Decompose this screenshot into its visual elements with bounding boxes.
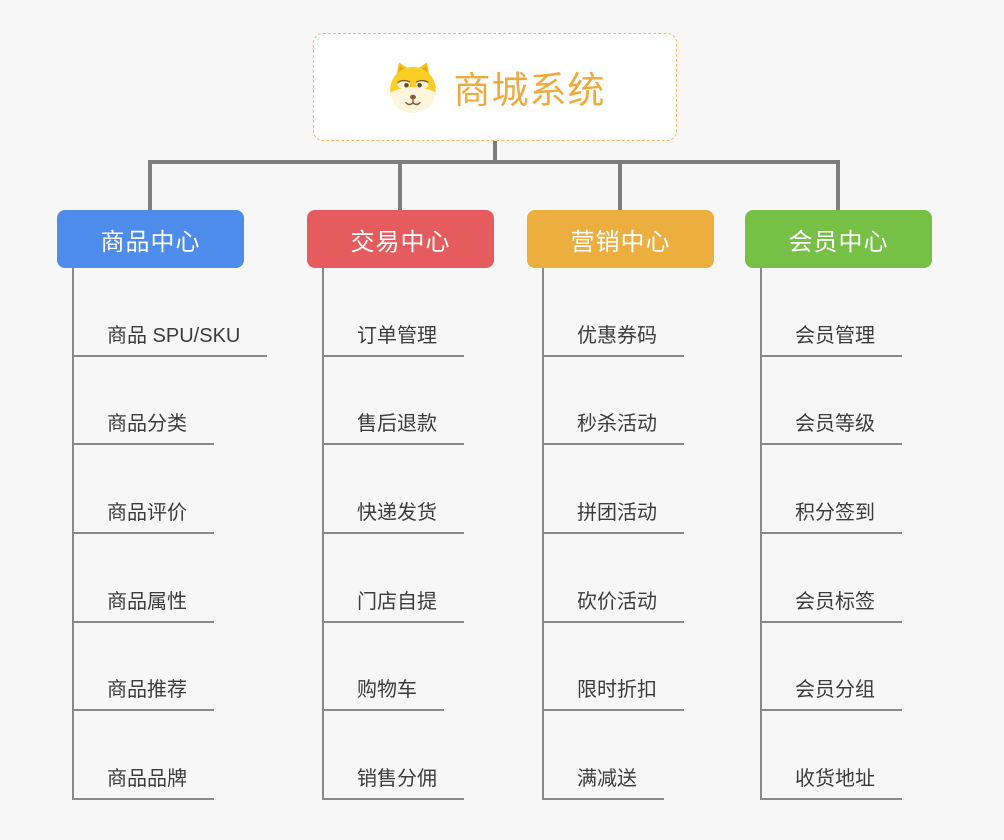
branch-node-product-center[interactable]: 商品中心 xyxy=(57,210,244,268)
branch-spine-line xyxy=(760,268,762,800)
child-node-label: 积分签到 xyxy=(795,502,875,524)
child-node-label: 收货地址 xyxy=(795,768,875,790)
child-node-label: 会员分组 xyxy=(795,679,875,701)
child-node-label: 砍价活动 xyxy=(577,591,657,613)
child-node-product-spu-sku[interactable]: 商品 SPU/SKU xyxy=(72,311,268,357)
branch-node-trade-center[interactable]: 交易中心 xyxy=(307,210,494,268)
child-node-label: 秒杀活动 xyxy=(577,413,657,435)
child-node-label: 快递发货 xyxy=(357,502,437,524)
child-node-product-brand[interactable]: 商品品牌 xyxy=(72,754,214,800)
child-node-member-tag[interactable]: 会员标签 xyxy=(760,577,902,623)
child-node-product-attribute[interactable]: 商品属性 xyxy=(72,577,214,623)
connector-drop-member-center xyxy=(836,160,840,210)
branch-label: 交易中心 xyxy=(350,228,451,256)
child-node-label: 限时折扣 xyxy=(577,679,657,701)
child-node-member-level[interactable]: 会员等级 xyxy=(760,399,902,445)
branch-label: 会员中心 xyxy=(788,228,889,256)
child-node-label: 购物车 xyxy=(357,679,417,701)
connector-root-drop xyxy=(493,141,497,164)
child-node-product-recommend[interactable]: 商品推荐 xyxy=(72,665,214,711)
child-node-label: 优惠券码 xyxy=(577,325,657,347)
child-node-limited-time-discount[interactable]: 限时折扣 xyxy=(542,665,684,711)
child-node-label: 商品推荐 xyxy=(107,679,187,701)
child-node-shopping-cart[interactable]: 购物车 xyxy=(322,665,444,711)
child-node-express-delivery[interactable]: 快递发货 xyxy=(322,488,464,534)
child-node-group-buy[interactable]: 拼团活动 xyxy=(542,488,684,534)
branch-spine-line xyxy=(72,268,74,800)
child-node-label: 商品品牌 xyxy=(107,768,187,790)
child-node-label: 商品分类 xyxy=(107,413,187,435)
child-node-label: 会员管理 xyxy=(795,325,875,347)
child-node-label: 商品 SPU/SKU xyxy=(107,325,241,347)
child-node-coupon-code[interactable]: 优惠券码 xyxy=(542,311,684,357)
child-node-label: 销售分佣 xyxy=(357,768,437,790)
child-node-order-management[interactable]: 订单管理 xyxy=(322,311,464,357)
child-node-label: 商品评价 xyxy=(107,502,187,524)
branch-column-trade-center: 交易中心 订单管理 售后退款 快递发货 门店自提 购物车 销售分佣 xyxy=(307,0,557,840)
child-node-flash-sale[interactable]: 秒杀活动 xyxy=(542,399,684,445)
child-node-product-category[interactable]: 商品分类 xyxy=(72,399,214,445)
child-node-member-group[interactable]: 会员分组 xyxy=(760,665,902,711)
child-node-full-reduction[interactable]: 满减送 xyxy=(542,754,664,800)
connector-bus-line xyxy=(148,160,840,164)
child-node-label: 拼团活动 xyxy=(577,502,657,524)
child-node-label: 会员标签 xyxy=(795,591,875,613)
child-node-aftersale-refund[interactable]: 售后退款 xyxy=(322,399,464,445)
branch-node-member-center[interactable]: 会员中心 xyxy=(745,210,932,268)
child-node-label: 满减送 xyxy=(577,768,637,790)
child-node-member-management[interactable]: 会员管理 xyxy=(760,311,902,357)
child-node-shipping-address[interactable]: 收货地址 xyxy=(760,754,902,800)
child-node-label: 订单管理 xyxy=(357,325,437,347)
child-node-label: 商品属性 xyxy=(107,591,187,613)
branch-column-member-center: 会员中心 会员管理 会员等级 积分签到 会员标签 会员分组 收货地址 xyxy=(745,0,995,840)
connector-drop-marketing-center xyxy=(618,160,622,210)
child-node-label: 会员等级 xyxy=(795,413,875,435)
branch-column-product-center: 商品中心 商品 SPU/SKU 商品分类 商品评价 商品属性 商品推荐 商品品牌 xyxy=(57,0,307,840)
branch-label: 营销中心 xyxy=(570,228,671,256)
root-title: 商城系统 xyxy=(453,70,606,111)
child-node-sales-commission[interactable]: 销售分佣 xyxy=(322,754,464,800)
child-node-label: 售后退款 xyxy=(357,413,437,435)
branch-column-marketing-center: 营销中心 优惠券码 秒杀活动 拼团活动 砍价活动 限时折扣 满减送 xyxy=(527,0,777,840)
root-node[interactable]: 商城系统 xyxy=(313,33,677,141)
child-node-store-pickup[interactable]: 门店自提 xyxy=(322,577,464,623)
branch-label: 商品中心 xyxy=(100,228,201,256)
branch-node-marketing-center[interactable]: 营销中心 xyxy=(527,210,714,268)
branch-spine-line xyxy=(322,268,324,800)
child-node-points-checkin[interactable]: 积分签到 xyxy=(760,488,902,534)
shiba-dog-icon xyxy=(385,59,441,115)
child-node-bargain-activity[interactable]: 砍价活动 xyxy=(542,577,684,623)
child-node-label: 门店自提 xyxy=(357,591,437,613)
branch-spine-line xyxy=(542,268,544,800)
connector-drop-product-center xyxy=(148,160,152,210)
connector-drop-trade-center xyxy=(398,160,402,210)
child-node-product-review[interactable]: 商品评价 xyxy=(72,488,214,534)
